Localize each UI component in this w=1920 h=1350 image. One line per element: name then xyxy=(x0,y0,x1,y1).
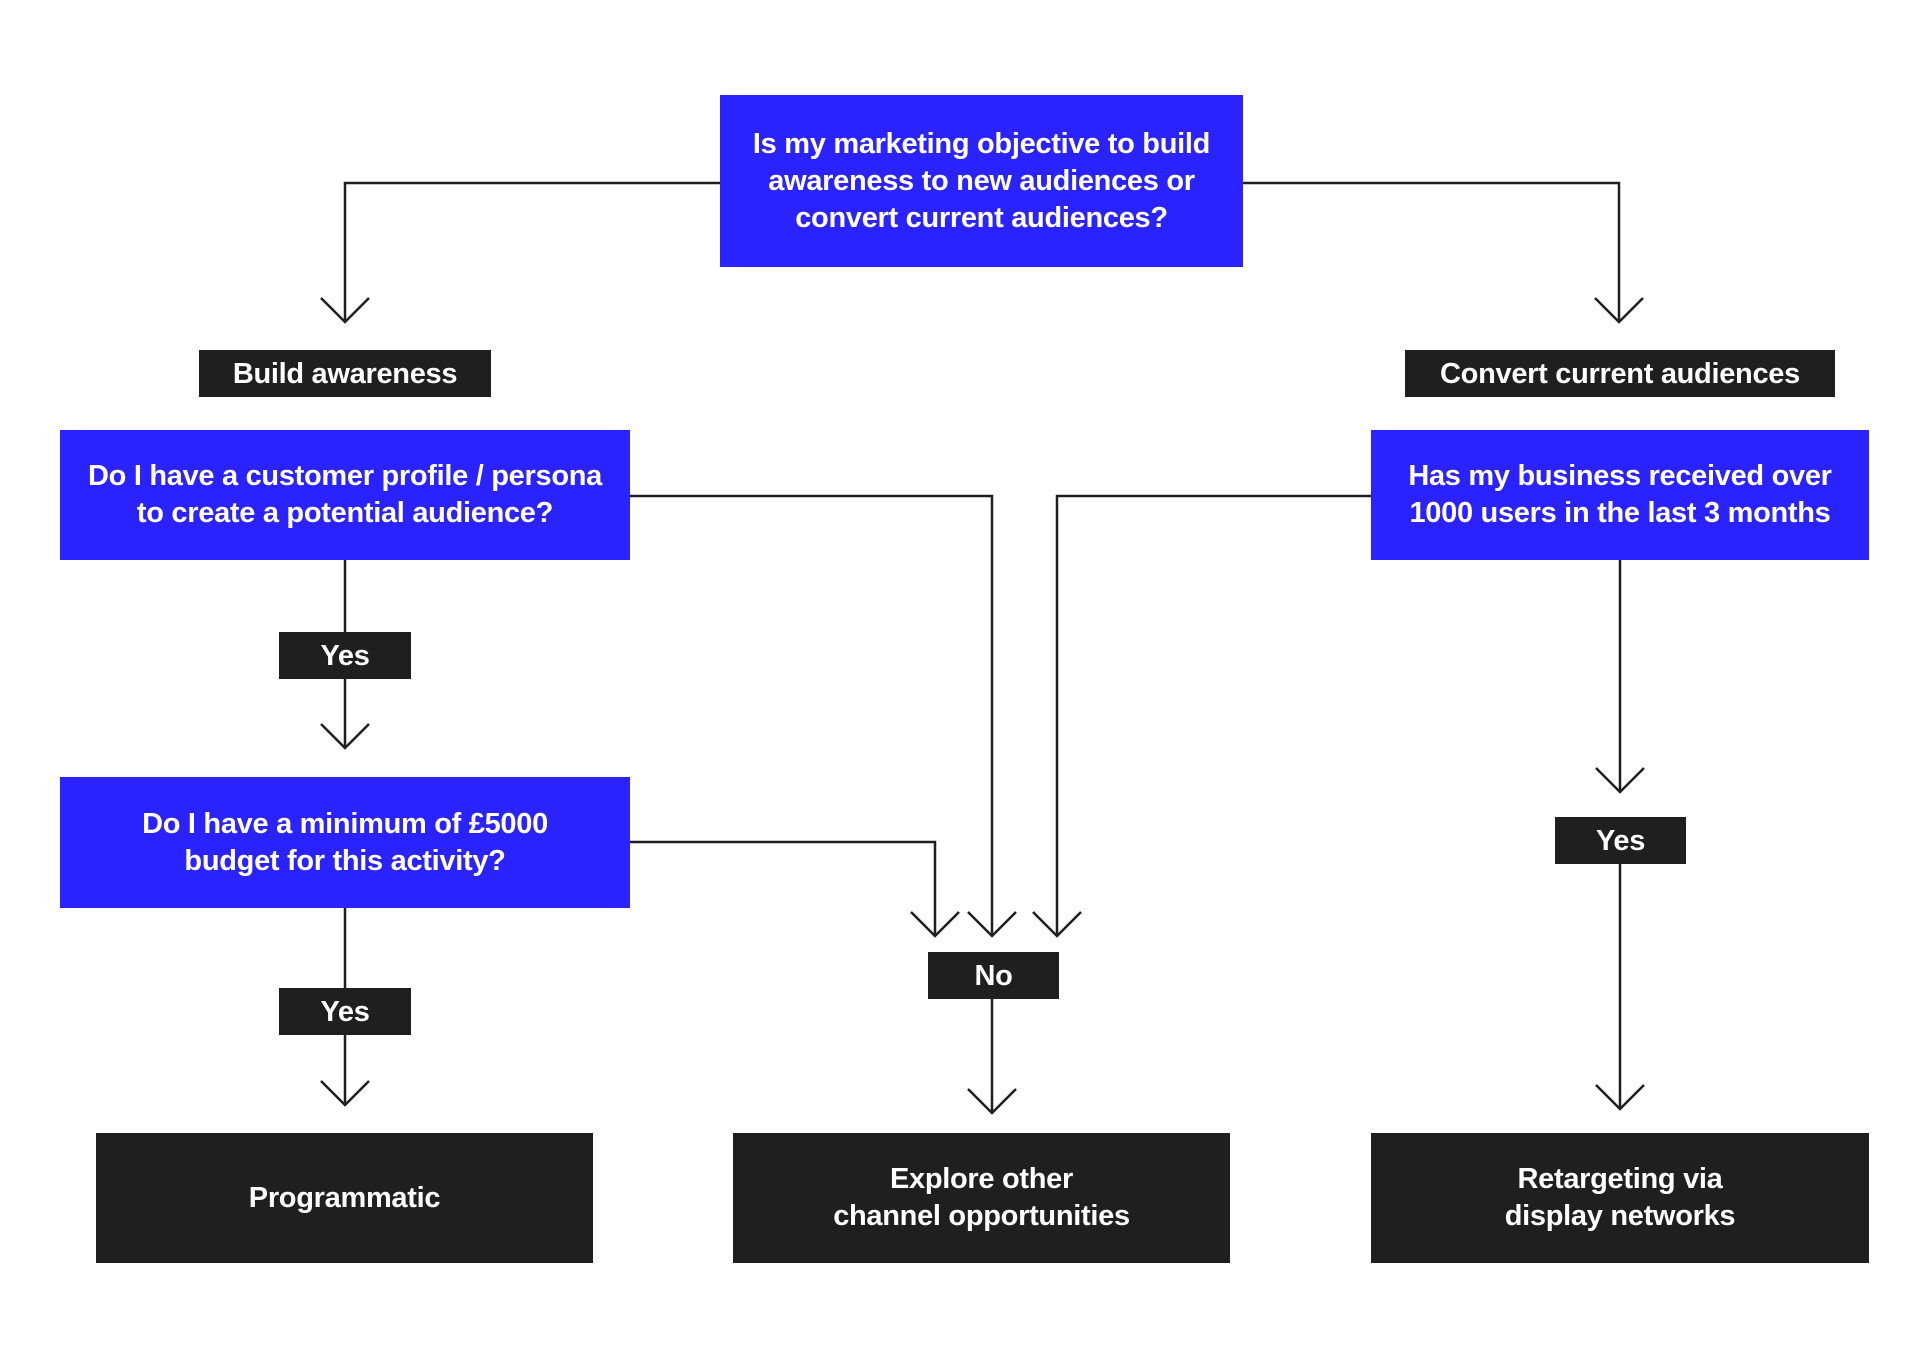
label-convert-current-audiences: Convert current audiences xyxy=(1405,350,1835,397)
outcome-explore-line2: channel opportunities xyxy=(833,1200,1130,1232)
question-objective-line3: convert current audiences? xyxy=(795,201,1168,234)
question-objective-line2: awareness to new audiences or xyxy=(768,164,1195,197)
question-budget: Do I have a minimum of £5000 budget for … xyxy=(60,777,630,908)
label-convert-text: Convert current audiences xyxy=(1440,357,1800,390)
arrowhead xyxy=(1594,297,1644,324)
label-build-awareness-text: Build awareness xyxy=(232,357,458,390)
question-profile-line2: to create a potential audience? xyxy=(136,497,554,529)
outcome-explore-other-channels: Explore other channel opportunities xyxy=(733,1133,1230,1263)
answer-yes-users-text: Yes xyxy=(1595,824,1646,857)
arrowhead xyxy=(1595,1084,1645,1111)
answer-yes-budget-text: Yes xyxy=(320,995,370,1028)
question-objective: Is my marketing objective to build aware… xyxy=(720,95,1243,267)
question-users: Has my business received over 1000 users… xyxy=(1371,430,1869,560)
question-users-line1: Has my business received over xyxy=(1408,460,1832,492)
arrowhead xyxy=(967,1088,1017,1115)
question-budget-line1: Do I have a minimum of £5000 xyxy=(142,807,548,840)
arrowhead xyxy=(1032,911,1082,938)
question-users-line2: 1000 users in the last 3 months xyxy=(1409,497,1831,529)
question-customer-profile: Do I have a customer profile / persona t… xyxy=(60,430,630,560)
connector-users-to-no xyxy=(1055,494,1371,934)
label-build-awareness: Build awareness xyxy=(199,350,491,397)
arrowhead xyxy=(910,911,960,938)
question-profile-line1: Do I have a customer profile / persona xyxy=(88,460,602,492)
outcome-explore-line1: Explore other xyxy=(889,1163,1073,1195)
answer-yes-profile-text: Yes xyxy=(320,639,370,672)
question-budget-line2: budget for this activity? xyxy=(184,844,506,877)
connector-budget-to-no xyxy=(630,840,937,934)
arrowhead xyxy=(967,911,1017,938)
connector-root-to-convert xyxy=(1243,181,1621,320)
outcome-retargeting-line2: display networks xyxy=(1504,1200,1736,1232)
outcome-retargeting: Retargeting via display networks xyxy=(1371,1133,1869,1263)
arrowhead xyxy=(320,297,370,324)
arrowhead xyxy=(320,1080,370,1107)
answer-yes-profile: Yes xyxy=(279,632,411,679)
answer-yes-users: Yes xyxy=(1555,817,1686,864)
arrowhead xyxy=(320,723,370,750)
outcome-programmatic-text: Programmatic xyxy=(248,1181,441,1214)
connector-profile-to-no xyxy=(630,494,994,934)
answer-no: No xyxy=(928,952,1059,999)
outcome-retargeting-line1: Retargeting via xyxy=(1517,1163,1723,1195)
question-objective-line1: Is my marketing objective to build xyxy=(752,127,1211,160)
connector-root-to-build-awareness xyxy=(343,181,720,320)
outcome-programmatic: Programmatic xyxy=(96,1133,593,1263)
answer-yes-budget: Yes xyxy=(279,988,411,1035)
answer-no-text: No xyxy=(974,959,1013,992)
arrowhead xyxy=(1595,767,1645,794)
